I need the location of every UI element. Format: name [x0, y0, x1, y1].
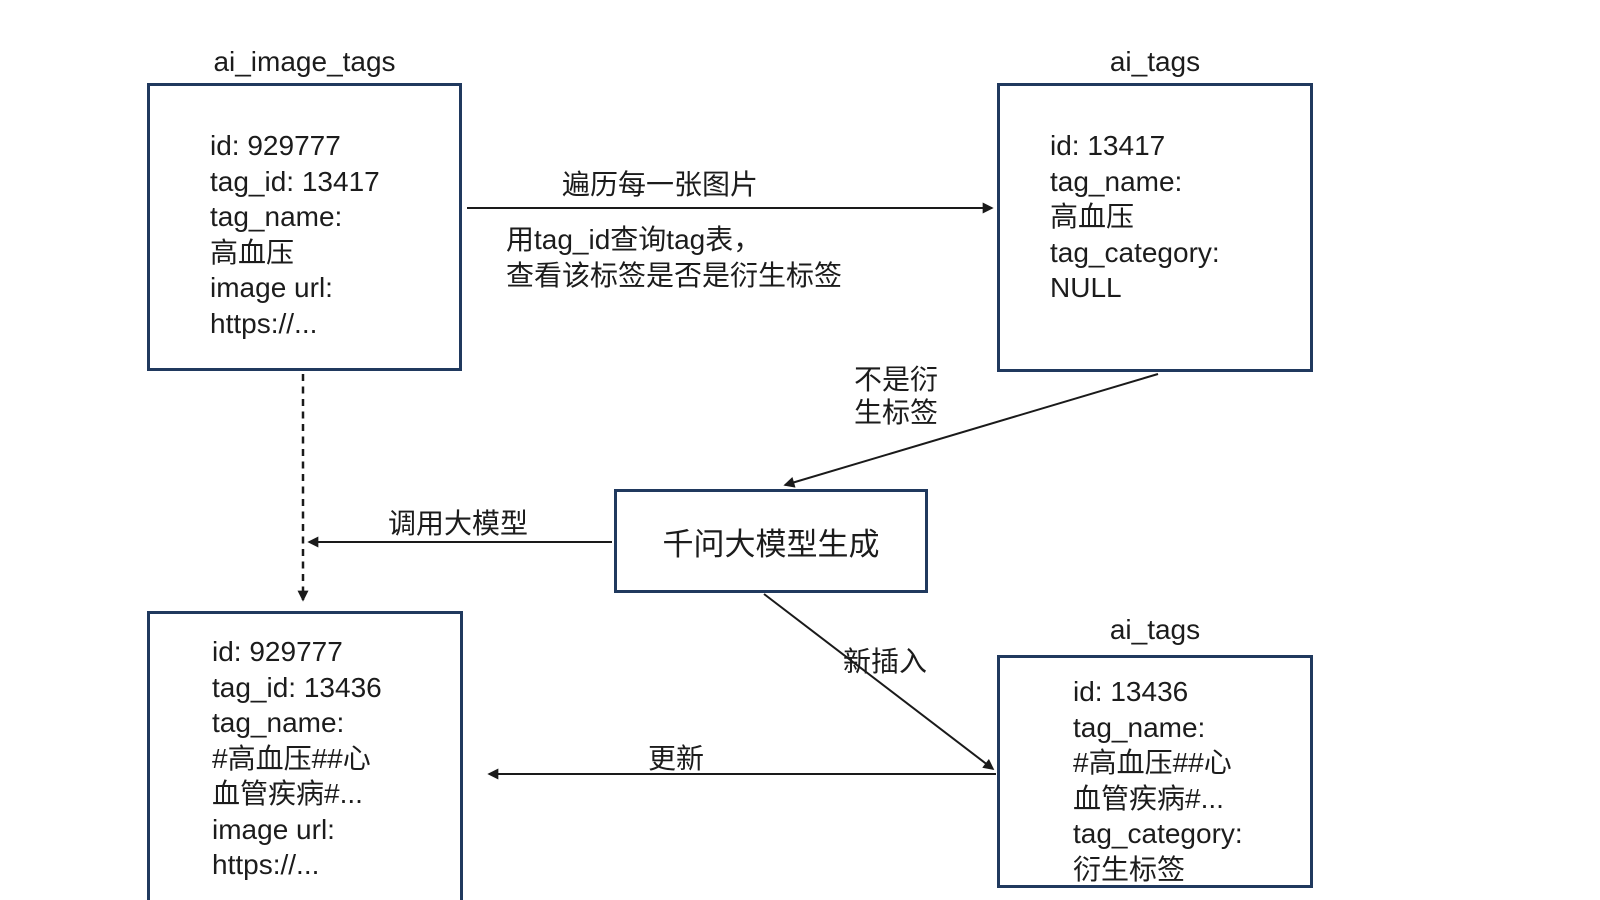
node-ai-image-tags-top-lines: id: 929777 tag_id: 13417 tag_name: 高血压 i…	[210, 128, 449, 341]
record-line: tag_name:	[212, 707, 345, 738]
traverse-arrow-note-line2: 查看该标签是否是衍生标签	[506, 260, 843, 291]
new-insert-arrow	[763, 593, 995, 771]
record-line: image url:	[212, 813, 335, 845]
traverse-arrow-label: 遍历每一张图片	[561, 169, 758, 200]
record-line: tag_id: 13436	[212, 671, 382, 703]
traverse-arrow-note-line1: 用tag_id查询tag表，	[506, 224, 762, 255]
title-ai-tags-bottom: ai_tags	[1109, 614, 1201, 645]
not-derived-label-line2: 生标签	[853, 397, 938, 428]
not-derived-label-line1: 不是衍	[853, 364, 938, 395]
record-line: id: 929777	[210, 130, 341, 161]
record-line: 高血压	[1050, 201, 1135, 232]
title-ai-tags-top: ai_tags	[1109, 46, 1201, 77]
record-line: id: 13436	[1073, 676, 1189, 707]
record-line: tag_name:	[1050, 165, 1183, 197]
qwen-model-label: 千问大模型生成	[662, 526, 880, 562]
node-ai-image-tags-bottom-lines: id: 929777 tag_id: 13436 tag_name: #高血压#…	[212, 634, 450, 883]
record-line: image url:	[210, 272, 333, 303]
update-label: 更新	[648, 743, 705, 774]
record-line: id: 929777	[212, 636, 343, 667]
record-line: NULL	[1050, 272, 1122, 303]
node-ai-tags-bottom-lines: id: 13436 tag_name: #高血压##心 血管疾病#... tag…	[1073, 674, 1300, 887]
record-line: 衍生标签	[1073, 853, 1186, 885]
new-insert-label: 新插入	[843, 646, 928, 677]
title-ai-image-tags: ai_image_tags	[213, 46, 396, 77]
record-line: https://...	[210, 307, 318, 339]
node-ai-tags-top: id: 13417 tag_name: 高血压 tag_category: NU…	[997, 83, 1313, 372]
record-line: tag_name:	[1073, 711, 1206, 743]
node-ai-tags-top-lines: id: 13417 tag_name: 高血压 tag_category: NU…	[1050, 128, 1300, 306]
record-line: #高血压##心	[1073, 747, 1232, 778]
call-model-label: 调用大模型	[388, 508, 529, 539]
not-derived-label: 不是衍 生标签	[843, 363, 949, 429]
record-line: https://...	[212, 849, 320, 880]
record-line: 高血压	[210, 236, 295, 268]
record-line: tag_category:	[1050, 236, 1220, 268]
traverse-arrow-note: 用tag_id查询tag表， 查看该标签是否是衍生标签	[506, 222, 842, 294]
record-line: 血管疾病#...	[212, 778, 363, 809]
node-qwen-model: 千问大模型生成	[614, 489, 928, 593]
record-line: tag_name:	[210, 201, 343, 232]
record-line: tag_id: 13417	[210, 165, 380, 197]
node-ai-image-tags-top: id: 929777 tag_id: 13417 tag_name: 高血压 i…	[147, 83, 462, 371]
not-derived-arrow	[783, 373, 1159, 488]
record-line: tag_category:	[1073, 818, 1243, 849]
record-line: 血管疾病#...	[1073, 782, 1224, 814]
record-line: #高血压##心	[212, 742, 371, 774]
record-line: id: 13417	[1050, 130, 1166, 161]
node-ai-image-tags-bottom: id: 929777 tag_id: 13436 tag_name: #高血压#…	[147, 611, 463, 900]
node-ai-tags-bottom: id: 13436 tag_name: #高血压##心 血管疾病#... tag…	[997, 655, 1313, 888]
